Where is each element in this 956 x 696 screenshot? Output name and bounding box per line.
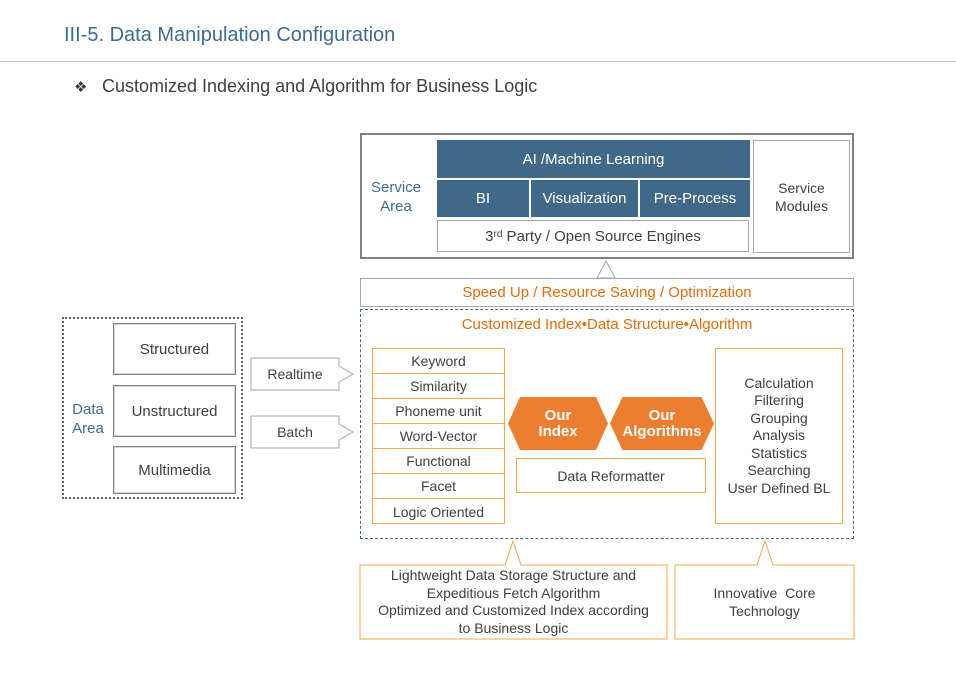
business-logic-functions-box: Calculation Filtering Grouping Analysis …	[715, 348, 843, 524]
calc-item-searching: Searching	[747, 462, 811, 479]
service-modules-block: Service Modules	[753, 140, 850, 253]
calc-item-calculation: Calculation	[744, 374, 814, 391]
bi-block: BI	[437, 180, 529, 217]
index-item-word-vector: Word-Vector	[373, 424, 504, 449]
index-item-phoneme: Phoneme unit	[373, 399, 504, 424]
storage-line-2: Expeditious Fetch Algorithm	[426, 584, 601, 601]
index-item-similarity: Similarity	[373, 374, 504, 399]
our-algorithms-hexagon: Our Algorithms	[610, 397, 714, 450]
data-reformatter-block: Data Reformatter	[516, 458, 706, 493]
calc-item-filtering: Filtering	[754, 392, 804, 409]
ai-machine-learning-block: AI /Machine Learning	[437, 140, 750, 178]
service-area-frame	[360, 133, 854, 259]
multimedia-data-block: Multimedia	[113, 446, 236, 494]
calc-item-analysis: Analysis	[752, 427, 806, 444]
diamond-bullet-icon: ❖	[74, 79, 88, 96]
service-area-label: Service Area	[370, 179, 422, 215]
batch-label: Batch	[277, 424, 313, 440]
calc-item-statistics: Statistics	[750, 444, 807, 461]
core-line-1: Innovative Core	[713, 585, 816, 601]
our-index-line-2: Index	[538, 422, 578, 440]
page-subtitle: Customized Indexing and Algorithm for Bu…	[102, 76, 538, 96]
pre-process-block: Pre-Process	[640, 180, 750, 217]
customized-index-frame	[360, 309, 854, 539]
visualization-block: Visualization	[531, 180, 638, 217]
index-item-keyword: Keyword	[373, 349, 504, 374]
structured-data-block: Structured	[113, 323, 236, 375]
our-algorithms-line-1: Our	[648, 406, 676, 424]
storage-line-3: Optimized and Customized Index according	[378, 602, 649, 618]
index-item-logic-oriented: Logic Oriented	[392, 503, 485, 520]
storage-line-4: to Business Logic	[458, 619, 569, 636]
storage-line-1: Lightweight Data Storage Structure and	[390, 567, 637, 583]
storage-structure-callout: Lightweight Data Storage Structure and E…	[360, 565, 667, 639]
our-algorithms-line-2: Algorithms	[622, 422, 702, 440]
speed-up-bar: Speed Up / Resource Saving / Optimizatio…	[360, 278, 854, 307]
unstructured-data-block: Unstructured	[113, 385, 236, 437]
calc-item-user-defined: User Defined BL	[727, 479, 831, 496]
page-title: III-5. Data Manipulation Configuration	[64, 24, 396, 46]
calc-item-grouping: Grouping	[750, 409, 808, 426]
data-area-frame	[62, 317, 243, 499]
index-type-list: Keyword Similarity Phoneme unit Word-Vec…	[372, 348, 505, 524]
third-party-sup: rd	[493, 228, 503, 240]
index-item-functional: Functional	[373, 449, 504, 474]
speed-pointer-shape	[596, 259, 616, 279]
our-index-line-1: Our	[544, 406, 572, 424]
data-area-label: Data Area	[72, 401, 104, 437]
index-item-facet: Facet	[373, 474, 504, 499]
third-party-rest: Party / Open Source Engines	[502, 227, 701, 245]
our-index-hexagon: Our Index	[508, 397, 608, 450]
core-line-2: Technology	[729, 603, 800, 619]
core-technology-callout: Innovative Core Technology	[675, 565, 854, 639]
realtime-label: Realtime	[267, 366, 323, 382]
title-divider	[0, 61, 956, 62]
third-party-prefix: 3	[485, 227, 494, 245]
customized-index-title: Customized Index•Data Structure•Algorith…	[461, 316, 753, 333]
